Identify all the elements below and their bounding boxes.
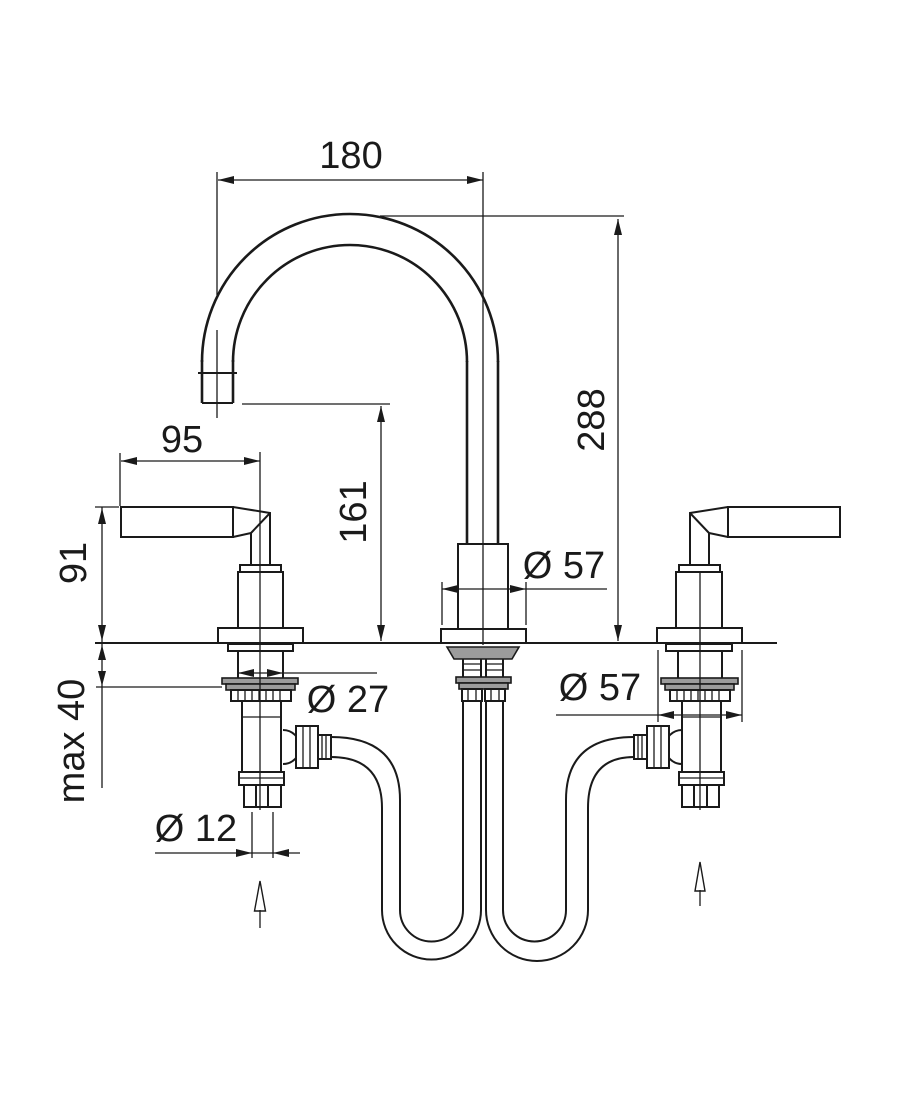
dim-label-side-base-dia: Ø 57 <box>559 667 641 709</box>
dim-label-inlet-dia: Ø 12 <box>155 808 237 850</box>
left-hex-nut <box>243 784 282 808</box>
dim-handle-length: 95 <box>119 419 260 506</box>
dim-label-center-base-dia: Ø 57 <box>523 545 605 587</box>
dim-label-handle-length: 95 <box>161 419 203 461</box>
right-cartridge-body <box>681 700 722 773</box>
left-hose-outer <box>330 701 464 943</box>
center-locknut-ring2 <box>458 682 509 690</box>
right-hose-stub <box>633 734 648 760</box>
dim-total-height: 288 <box>380 215 624 641</box>
left-hose-inner <box>330 701 482 961</box>
dim-shank-dia: Ø 27 <box>238 669 389 721</box>
left-elbow-nut <box>295 725 319 769</box>
right-washer <box>665 643 733 652</box>
right-hose-outer <box>502 701 635 943</box>
left-cartridge-body <box>241 700 282 773</box>
dim-label-outlet-height: 161 <box>333 480 375 543</box>
dim-label-handle-height: 91 <box>53 542 95 584</box>
dim-label-total-height: 288 <box>571 388 613 451</box>
dimensions: 180 288 95 161 <box>51 135 743 858</box>
left-lever-stem <box>232 506 271 566</box>
centerlines <box>216 172 701 810</box>
right-collar <box>678 564 721 573</box>
right-flow-arrow <box>694 861 706 906</box>
left-handle-valve <box>120 506 332 808</box>
center-locknut-ring1 <box>455 676 512 684</box>
right-handle-valve <box>633 506 841 808</box>
dim-label-max-deck-thickness: max 40 <box>51 679 93 804</box>
dim-spout-reach: 180 <box>218 135 483 184</box>
left-serrated-nut <box>230 689 292 702</box>
center-hose-nuts <box>461 688 506 702</box>
dim-inlet-dia: Ø 12 <box>155 808 300 858</box>
dim-handle-height: 91 <box>53 506 119 788</box>
left-hose-stub <box>317 734 332 760</box>
dim-label-shank-dia: Ø 27 <box>307 679 389 721</box>
dim-outlet-height: 161 <box>242 403 390 641</box>
right-elbow-nut <box>646 725 670 769</box>
left-lever <box>120 506 234 538</box>
right-hose-inner <box>485 701 635 962</box>
right-lever <box>727 506 841 538</box>
flexible-hoses <box>330 701 635 962</box>
dim-label-spout-reach: 180 <box>319 135 382 177</box>
dim-center-base-dia: Ø 57 <box>441 545 607 625</box>
center-connectors <box>462 659 504 677</box>
flow-arrows <box>253 861 706 928</box>
dim-max-deck-thickness: max 40 <box>51 645 222 803</box>
right-stem-miter <box>689 512 710 534</box>
center-washer <box>445 646 521 660</box>
left-flow-arrow <box>253 880 267 928</box>
spout-outer-arc <box>200 212 500 363</box>
spout-inner-arc <box>231 243 469 363</box>
right-lever-stem <box>689 506 729 566</box>
dim-side-base-dia: Ø 57 <box>556 650 743 722</box>
right-body <box>675 571 723 629</box>
